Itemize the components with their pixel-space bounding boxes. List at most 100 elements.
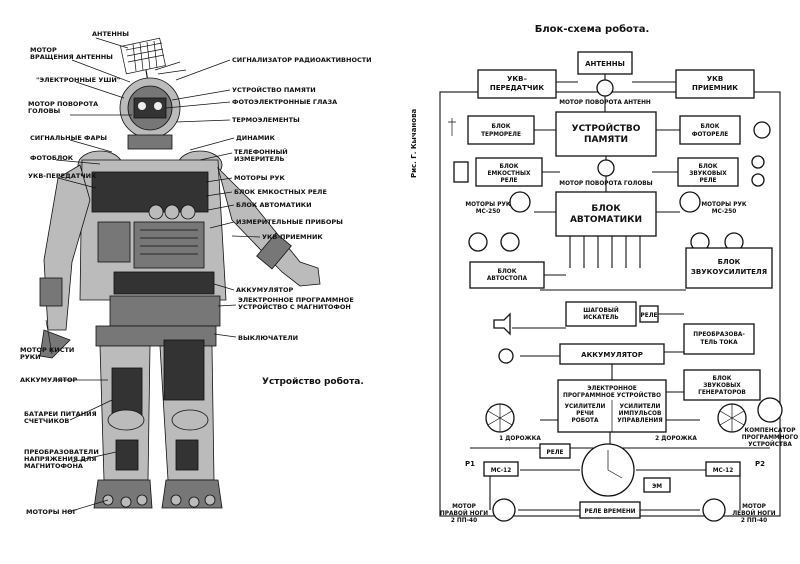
thermo-symbol: [448, 118, 456, 136]
block-motor-head-label: МОТОР ПОВОРОТА ГОЛОВЫ: [559, 181, 652, 187]
label-photo-eyes: ФОТОЭЛЕКТРОННЫЕ ГЛАЗА: [232, 98, 337, 106]
label-p2: Р2: [755, 460, 765, 468]
artist-credit: Рис. Г. Кычанова: [410, 109, 418, 178]
block-ukv-tx-label: УКВ–ПЕРЕДАТЧИК: [490, 75, 544, 92]
label-automation: БЛОК АВТОМАТИКИ: [236, 201, 312, 209]
label-el-eyes: "ЭЛЕКТРОННЫЕ УШИ": [36, 76, 120, 84]
block-ukv-tx: [477, 69, 557, 99]
arm-motor-r-symbol: [679, 191, 701, 213]
diagram-title: Блок-схема робота.: [535, 23, 650, 35]
block-relay-small-label: РЕЛЕ: [641, 313, 658, 319]
block-autostop: [469, 261, 545, 289]
label-ukv-tx: УКВ-ПЕРЕДАТЧИК: [28, 172, 97, 180]
block-sound-gen: [683, 369, 761, 401]
capacitor-symbol: [453, 161, 469, 183]
label-battery: АККУМУЛЯТОР: [20, 376, 78, 384]
left-labels-right: СИГНАЛИЗАТОР РАДИОАКТИВНОСТИ УСТРОЙСТВО …: [232, 56, 372, 387]
block-em: [643, 477, 671, 493]
track-left-label: 1 ДОРОЖКА: [499, 436, 541, 442]
block-current-conv: [683, 323, 755, 355]
right-leg-motor-symbol: [492, 498, 516, 522]
block-cap-relay: [475, 157, 543, 187]
robot-figure: [39, 37, 321, 509]
compensator-dial: [757, 397, 783, 423]
label-arm-motors: МОТОРЫ РУК: [234, 174, 285, 182]
label-switch: ВЫКЛЮЧАТЕЛИ: [238, 334, 298, 342]
leader-lines-left: [45, 37, 132, 513]
antenna-grid: [120, 37, 187, 83]
label-lights: СИГНАЛЬНЫЕ ФАРЫ: [30, 134, 107, 142]
block-memory: [555, 111, 657, 157]
block-relay-main-label: РЕЛЕ: [547, 450, 564, 456]
track-right-label: 2 ДОРОЖКА: [655, 436, 697, 442]
loudspeaker-symbol: [493, 312, 511, 336]
antenna-motor-symbol: [596, 79, 614, 97]
block-r2-label: МС-12: [713, 468, 734, 474]
block-em-label: ЭМ: [652, 484, 662, 490]
head-motor-symbol: [597, 159, 615, 177]
label-memory: УСТРОЙСТВО ПАМЯТИ: [232, 85, 316, 94]
block-step-finder: [565, 301, 637, 327]
block-relay-time-label: РЕЛЕ ВРЕМЕНИ: [584, 509, 635, 515]
label-leg-motors: МОТОРЫ НОГ: [26, 508, 77, 516]
block-automation: [555, 191, 657, 237]
label-antenna: АНТЕННЫ: [92, 30, 129, 38]
right-arm: [217, 166, 321, 287]
label-meters: ИЗМЕРИТЕЛЬНЫЕ ПРИБОРЫ: [236, 218, 343, 226]
left-leg-motor-symbol: [702, 498, 726, 522]
block-photorelay: [679, 115, 741, 145]
microphone-symbol: [498, 348, 514, 364]
block-sound-amp: [685, 247, 773, 289]
block-relay-time: [579, 501, 641, 519]
label-photoblock: ФОТОБЛОК: [30, 154, 74, 162]
label-radioactivity: СИГНАЛИЗАТОР РАДИОАКТИВНОСТИ: [232, 56, 372, 64]
label-speaker: ДИНАМИК: [236, 134, 276, 142]
block-accumulator-label: АККУМУЛЯТОР: [581, 351, 643, 359]
label-thermo: ТЕРМОЭЛЕМЕНТЫ: [232, 116, 300, 124]
block-relay-small: [639, 305, 659, 323]
label-p1: Р1: [465, 460, 475, 468]
label-ukv-rx: УКВ-ПРИЕМНИК: [262, 233, 323, 241]
photocell-symbol: [753, 121, 771, 139]
label-accumulator: АККУМУЛЯТОР: [236, 286, 294, 294]
block-antennas: [577, 51, 633, 75]
block-ukv-rx: [675, 69, 755, 99]
label-cap-relay: БЛОК ЕМКОСТНЫХ РЕЛЕ: [234, 188, 327, 196]
leader-lines-right: [165, 59, 261, 338]
block-motor-antenna-label: МОТОР ПОВОРОТА АНТЕНН: [559, 100, 651, 106]
block-accumulator: [559, 343, 665, 365]
block-sound-relay: [677, 157, 739, 187]
arm-motor-l-symbol: [509, 191, 531, 213]
block-r2: [705, 461, 741, 477]
block-thermorelay: [467, 115, 535, 145]
